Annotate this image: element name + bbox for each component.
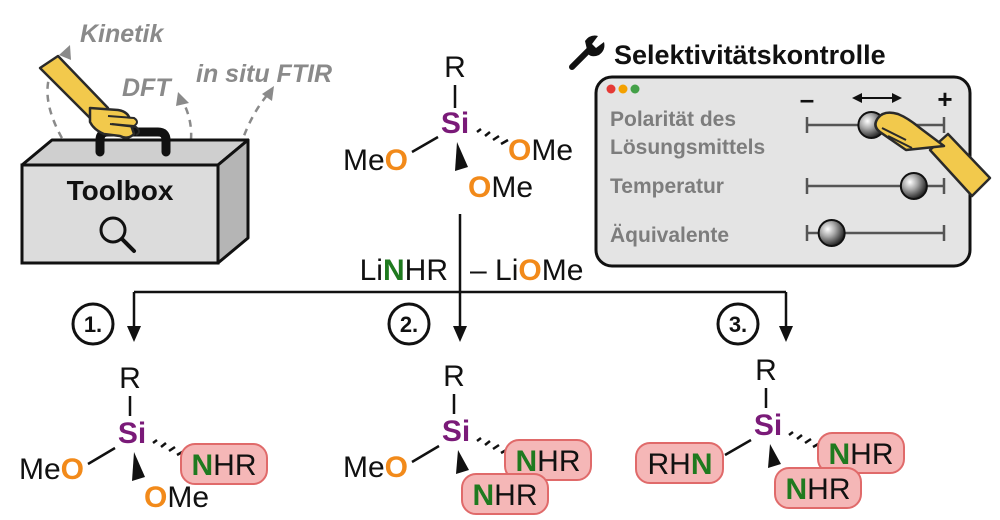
byproduct-oxygen: O — [518, 254, 541, 287]
molecule-starting-material: R Si MeO OMe OMe — [343, 51, 573, 204]
p1-nhr: NHR — [191, 449, 256, 482]
toolbox-group: Kinetik DFT in situ FTIR Toolbox — [20, 20, 332, 265]
sm-r-label: R — [444, 51, 466, 84]
byproduct-label: – LiOMe — [470, 254, 583, 287]
slider-knob-2[interactable] — [899, 172, 928, 200]
sm-wedge-bond — [455, 142, 468, 171]
slider-label-temperature: Temperatur — [610, 175, 724, 198]
sm-silicon: Si — [441, 107, 469, 140]
arrowhead-dft — [176, 92, 189, 106]
p1-silicon: Si — [118, 417, 146, 450]
slider-label-equivalents: Äquivalente — [610, 224, 729, 247]
slider-label-polarity-1: Polarität des — [610, 108, 736, 131]
hand-icon-toolbox — [38, 54, 140, 139]
p3-nhr-highlight-right — [817, 432, 905, 474]
hand-icon-panel — [874, 111, 992, 198]
p1-nhr-highlight — [180, 443, 268, 485]
slider-knob-3[interactable] — [817, 219, 846, 247]
svg-text:R: R — [443, 360, 465, 393]
window-dot-orange — [618, 84, 628, 94]
slider-label-polarity-2: Lösungsmittels — [610, 136, 765, 159]
method-in-situ-ftir: in situ FTIR — [196, 60, 332, 88]
svg-text:R: R — [119, 362, 141, 395]
arrowhead-right — [779, 326, 793, 342]
step-marker-3: 3. — [716, 302, 760, 346]
p3-nhr-bottom: NHR — [785, 473, 850, 506]
reagent-nitrogen: N — [383, 254, 405, 287]
p2-ome-left: MeO — [343, 451, 408, 484]
toolbox-front-face — [20, 163, 220, 265]
p3-rhn-highlight — [635, 442, 724, 484]
sm-ome-bottom: OMe — [468, 171, 533, 204]
toolbox-top-face — [20, 138, 250, 167]
main-arrowhead — [453, 326, 467, 342]
magnifier-icon — [99, 216, 136, 253]
sm-hashed-bond — [476, 128, 509, 146]
svg-text:1.: 1. — [84, 312, 102, 337]
p3-rhn: RHN — [647, 448, 712, 481]
p2-nhr-highlight-bottom — [461, 473, 549, 515]
p1-ome-left: MeO — [19, 453, 84, 486]
wrench-icon — [569, 35, 605, 70]
p3-silicon: Si — [754, 409, 782, 442]
double-arrow-icon — [852, 93, 902, 103]
dashed-arrow-ftir — [234, 93, 269, 161]
window-dot-red — [606, 84, 616, 94]
sm-ome-left: MeO — [343, 144, 408, 177]
step-marker-1: 1. — [71, 302, 115, 346]
molecule-product-1: R Si MeO NHR OMe — [19, 362, 268, 514]
arrowhead-ftir — [262, 86, 274, 101]
minus-sign: – — [800, 84, 814, 114]
p3-nhr-highlight-bottom — [774, 467, 862, 509]
reaction-arrows — [127, 214, 793, 342]
molecule-product-3: R Si RHN NHR NHR — [635, 354, 905, 509]
svg-text:R: R — [755, 354, 777, 387]
p2-nhr-highlight-right — [504, 439, 592, 481]
arrowhead-kinetik — [59, 45, 71, 60]
svg-text:2.: 2. — [400, 312, 418, 337]
sm-ome-right: OMe — [508, 134, 573, 167]
svg-text:3.: 3. — [729, 312, 747, 337]
plus-sign: + — [937, 84, 952, 114]
method-dft: DFT — [122, 74, 173, 102]
step-marker-2: 2. — [387, 302, 431, 346]
toolbox-title: Toolbox — [67, 175, 174, 206]
selectivity-panel: Selektivitätskontrolle – + Polarität des… — [569, 35, 992, 268]
method-kinetik: Kinetik — [80, 20, 164, 48]
p2-nhr-bottom: NHR — [472, 479, 537, 512]
arrowhead-left — [127, 326, 141, 342]
window-dot-green — [630, 84, 640, 94]
p3-nhr-right: NHR — [828, 438, 893, 471]
molecule-product-2: R Si MeO NHR NHR — [343, 360, 592, 515]
p1-ome-bottom: OMe — [144, 481, 209, 514]
panel-title: Selektivitätskontrolle — [614, 40, 886, 70]
reagent-label: LiNHR — [360, 254, 448, 287]
p2-silicon: Si — [442, 415, 470, 448]
p2-nhr-right: NHR — [515, 445, 580, 478]
